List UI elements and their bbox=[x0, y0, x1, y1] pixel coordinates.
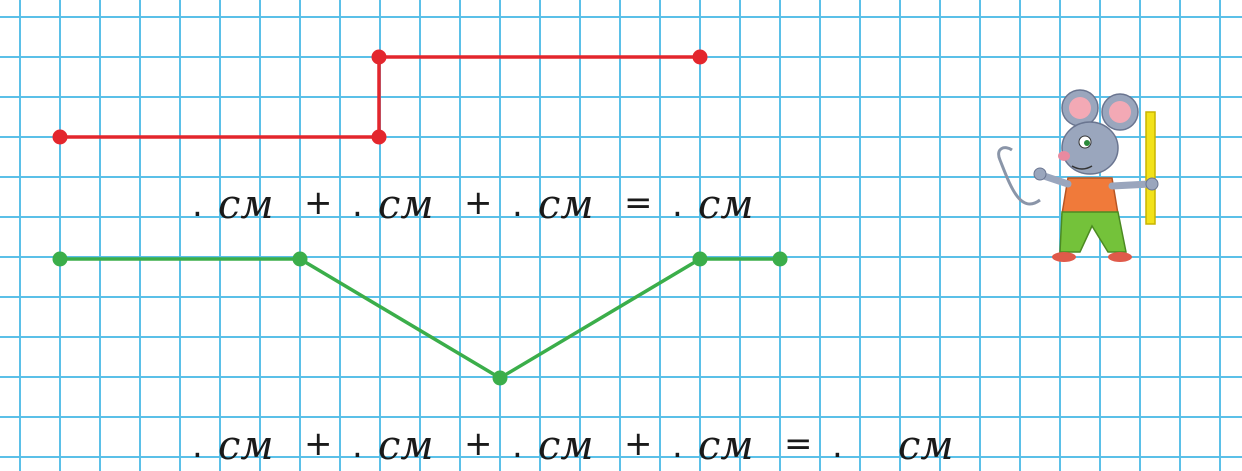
equals-sign: = bbox=[624, 183, 653, 223]
red-point bbox=[692, 49, 708, 65]
equation-green: . см + . см + . см + . см = . см bbox=[192, 423, 954, 469]
mouse-with-ruler-icon bbox=[997, 89, 1159, 262]
plus-sign: + bbox=[624, 424, 653, 464]
red-point bbox=[371, 49, 387, 65]
green-point bbox=[772, 251, 788, 267]
unit-label: см bbox=[218, 182, 274, 228]
green-point bbox=[292, 251, 308, 267]
red-polyline bbox=[52, 49, 708, 145]
blank-dot: . bbox=[352, 185, 363, 225]
unit-label: см bbox=[698, 423, 754, 469]
plus-sign: + bbox=[464, 424, 493, 464]
blank-dot: . bbox=[192, 185, 203, 225]
plus-sign: + bbox=[304, 424, 333, 464]
unit-label: см bbox=[538, 423, 594, 469]
unit-label: см bbox=[898, 423, 954, 469]
unit-label: см bbox=[378, 182, 434, 228]
green-point bbox=[52, 251, 68, 267]
equation-red: . см + . см + . см = . см bbox=[192, 182, 754, 228]
blank-dot: . bbox=[192, 426, 203, 466]
unit-label: см bbox=[538, 182, 594, 228]
red-point bbox=[52, 129, 68, 145]
unit-label: см bbox=[218, 423, 274, 469]
green-polyline bbox=[52, 251, 788, 386]
red-point bbox=[371, 129, 387, 145]
blank-dot: . bbox=[832, 426, 843, 466]
blank-dot: . bbox=[672, 426, 683, 466]
equals-sign: = bbox=[784, 424, 813, 464]
green-point bbox=[492, 370, 508, 386]
blank-dot: . bbox=[352, 426, 363, 466]
blank-dot: . bbox=[672, 185, 683, 225]
green-point bbox=[692, 251, 708, 267]
unit-label: см bbox=[378, 423, 434, 469]
blank-dot: . bbox=[512, 426, 523, 466]
plus-sign: + bbox=[304, 183, 333, 223]
ruler bbox=[1145, 111, 1156, 225]
blank-dot: . bbox=[512, 185, 523, 225]
red-line-path bbox=[60, 55, 700, 139]
unit-label: см bbox=[698, 182, 754, 228]
plus-sign: + bbox=[464, 183, 493, 223]
